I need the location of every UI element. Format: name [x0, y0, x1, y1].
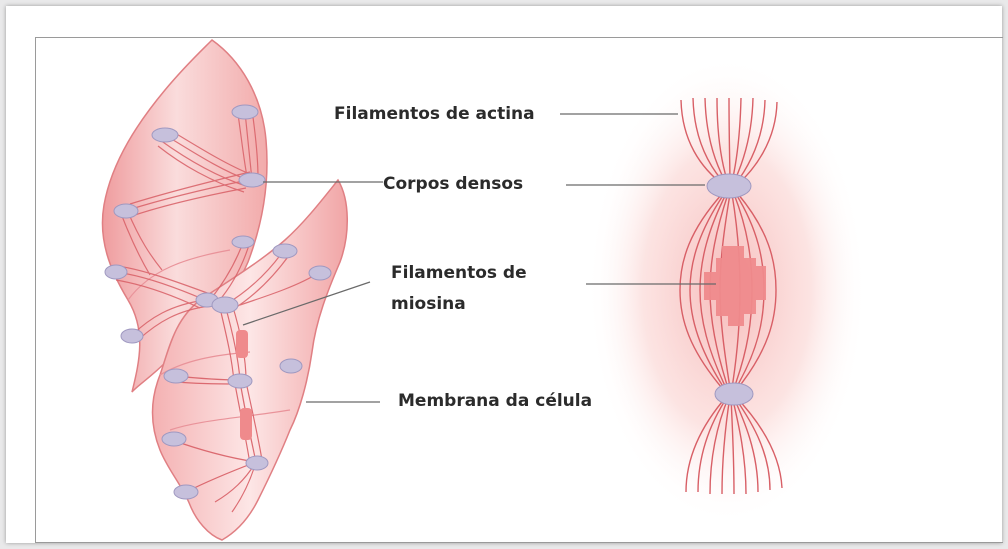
label-dense-bodies: Corpos densos	[383, 170, 523, 198]
label-myosin-filaments: Filamentos de miosina	[391, 258, 527, 320]
muscle-cell-cluster	[102, 40, 347, 540]
dense-body-top	[707, 174, 751, 198]
myosin-filament	[240, 408, 252, 440]
dense-body-bottom	[715, 383, 753, 405]
myosin-filament	[236, 330, 248, 358]
label-cell-membrane: Membrana da célula	[398, 387, 592, 415]
label-actin-filaments: Filamentos de actina	[334, 100, 535, 128]
contractile-unit-detail	[587, 55, 867, 525]
